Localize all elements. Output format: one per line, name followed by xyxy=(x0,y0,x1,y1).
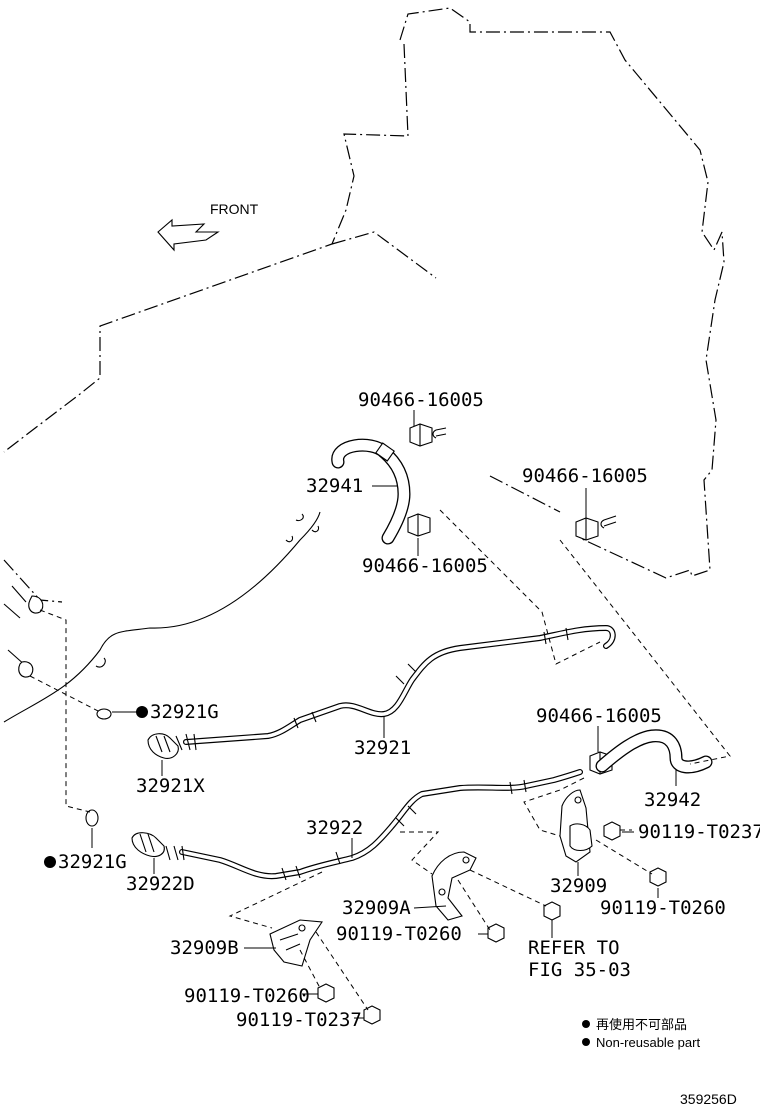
part-label-clamp: 90466-16005 xyxy=(522,465,648,487)
clamp-icon[interactable] xyxy=(407,513,431,537)
clamp-icon[interactable] xyxy=(575,515,617,541)
bracket-32909a[interactable] xyxy=(431,851,477,921)
pipe-32921[interactable] xyxy=(175,625,616,751)
legend-text-jp: 再使用不可部品 xyxy=(596,1017,687,1032)
figure-id: 359256D xyxy=(680,1091,737,1107)
hose-32941[interactable] xyxy=(331,438,411,545)
bolt-icon[interactable] xyxy=(317,983,335,1003)
front-arrow-icon xyxy=(157,218,220,252)
non-reusable-mark-icon xyxy=(136,706,148,718)
union-32921x[interactable] xyxy=(147,733,179,759)
part-label-bolt: 90119-T0260 xyxy=(600,897,726,919)
part-label-bolt: 90119-T0237 xyxy=(236,1009,362,1031)
gasket-32921g-lower[interactable] xyxy=(85,809,99,827)
part-label-gasket: 32921G xyxy=(150,701,219,723)
bracket-32909b[interactable] xyxy=(269,919,323,967)
assembly-lines xyxy=(29,509,731,1011)
legend: 再使用不可部品 Non-reusable part xyxy=(582,1017,700,1050)
front-label: FRONT xyxy=(210,201,259,217)
part-label-clamp: 90466-16005 xyxy=(358,389,484,411)
part-label-bolt: 90119-T0260 xyxy=(336,923,462,945)
part-label-union: 32922D xyxy=(126,873,195,895)
transmission-outline xyxy=(3,7,725,603)
refer-text-line2[interactable]: FIG 35-03 xyxy=(528,959,631,981)
clamp-icon[interactable] xyxy=(409,423,447,447)
engine-outline xyxy=(3,511,321,723)
part-label-bracket: 32909A xyxy=(342,897,411,919)
non-reusable-mark-icon xyxy=(44,856,56,868)
part-label-pipe: 32921 xyxy=(354,737,411,759)
part-label-clamp: 90466-16005 xyxy=(536,705,662,727)
part-label-bracket: 32909 xyxy=(550,875,607,897)
non-reusable-mark-icon xyxy=(582,1038,590,1046)
part-label-hose: 32941 xyxy=(306,475,363,497)
bolt-icon[interactable] xyxy=(649,867,667,887)
refer-text-line1[interactable]: REFER TO xyxy=(528,937,620,959)
part-label-clamp: 90466-16005 xyxy=(362,555,488,577)
hose-32942[interactable] xyxy=(595,729,713,774)
part-label-gasket: 32921G xyxy=(58,851,127,873)
part-label-union: 32921X xyxy=(136,775,205,797)
part-label-bracket: 32909B xyxy=(170,937,239,959)
bolt-icon[interactable] xyxy=(543,901,561,921)
pipe-32922[interactable] xyxy=(165,769,583,881)
gasket-32921g-upper[interactable] xyxy=(96,708,112,720)
part-label-pipe: 32922 xyxy=(306,817,363,839)
non-reusable-mark-icon xyxy=(582,1020,590,1028)
union-32922d[interactable] xyxy=(131,832,165,858)
bolt-icon[interactable] xyxy=(363,1005,381,1025)
part-label-bolt: 90119-T0237 xyxy=(638,821,760,843)
bolt-icon[interactable] xyxy=(603,821,621,841)
legend-text-en: Non-reusable part xyxy=(596,1035,700,1050)
part-label-hose: 32942 xyxy=(644,789,701,811)
part-label-bolt: 90119-T0260 xyxy=(184,985,310,1007)
bolt-icon[interactable] xyxy=(487,923,505,943)
leader-lines xyxy=(91,410,677,1019)
bracket-32909[interactable] xyxy=(559,789,593,863)
